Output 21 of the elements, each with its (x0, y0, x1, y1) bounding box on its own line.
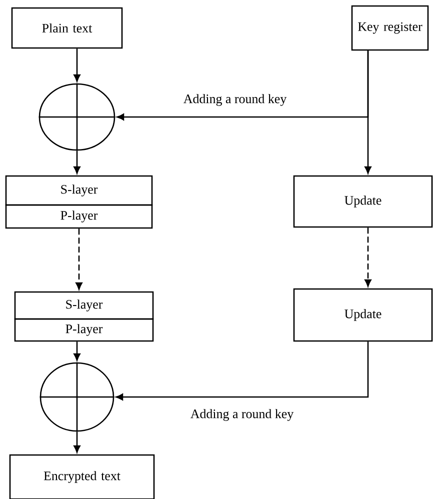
process-box: P-layer (14, 318, 154, 342)
arrow (74, 150, 80, 174)
arrow (74, 48, 80, 82)
arrow (76, 228, 82, 290)
process-box: P-layer (5, 204, 153, 229)
arrow (116, 342, 369, 400)
process-box: Encrypted text (9, 454, 155, 499)
arrow (364, 50, 372, 174)
process-box: Key register (351, 5, 429, 51)
edge-label: Adding a round key (182, 93, 288, 107)
process-box: S-layer (5, 175, 153, 206)
arrow (364, 228, 372, 287)
arrow (74, 432, 80, 453)
arrow (74, 342, 80, 361)
process-box: S-layer (14, 291, 154, 320)
xor-symbol (40, 362, 114, 432)
process-box: Update (293, 288, 433, 342)
xor-symbol (38, 83, 116, 151)
edge-label: Adding a round key (189, 408, 295, 422)
process-box: Plain text (11, 7, 123, 49)
process-box: Update (293, 175, 433, 228)
